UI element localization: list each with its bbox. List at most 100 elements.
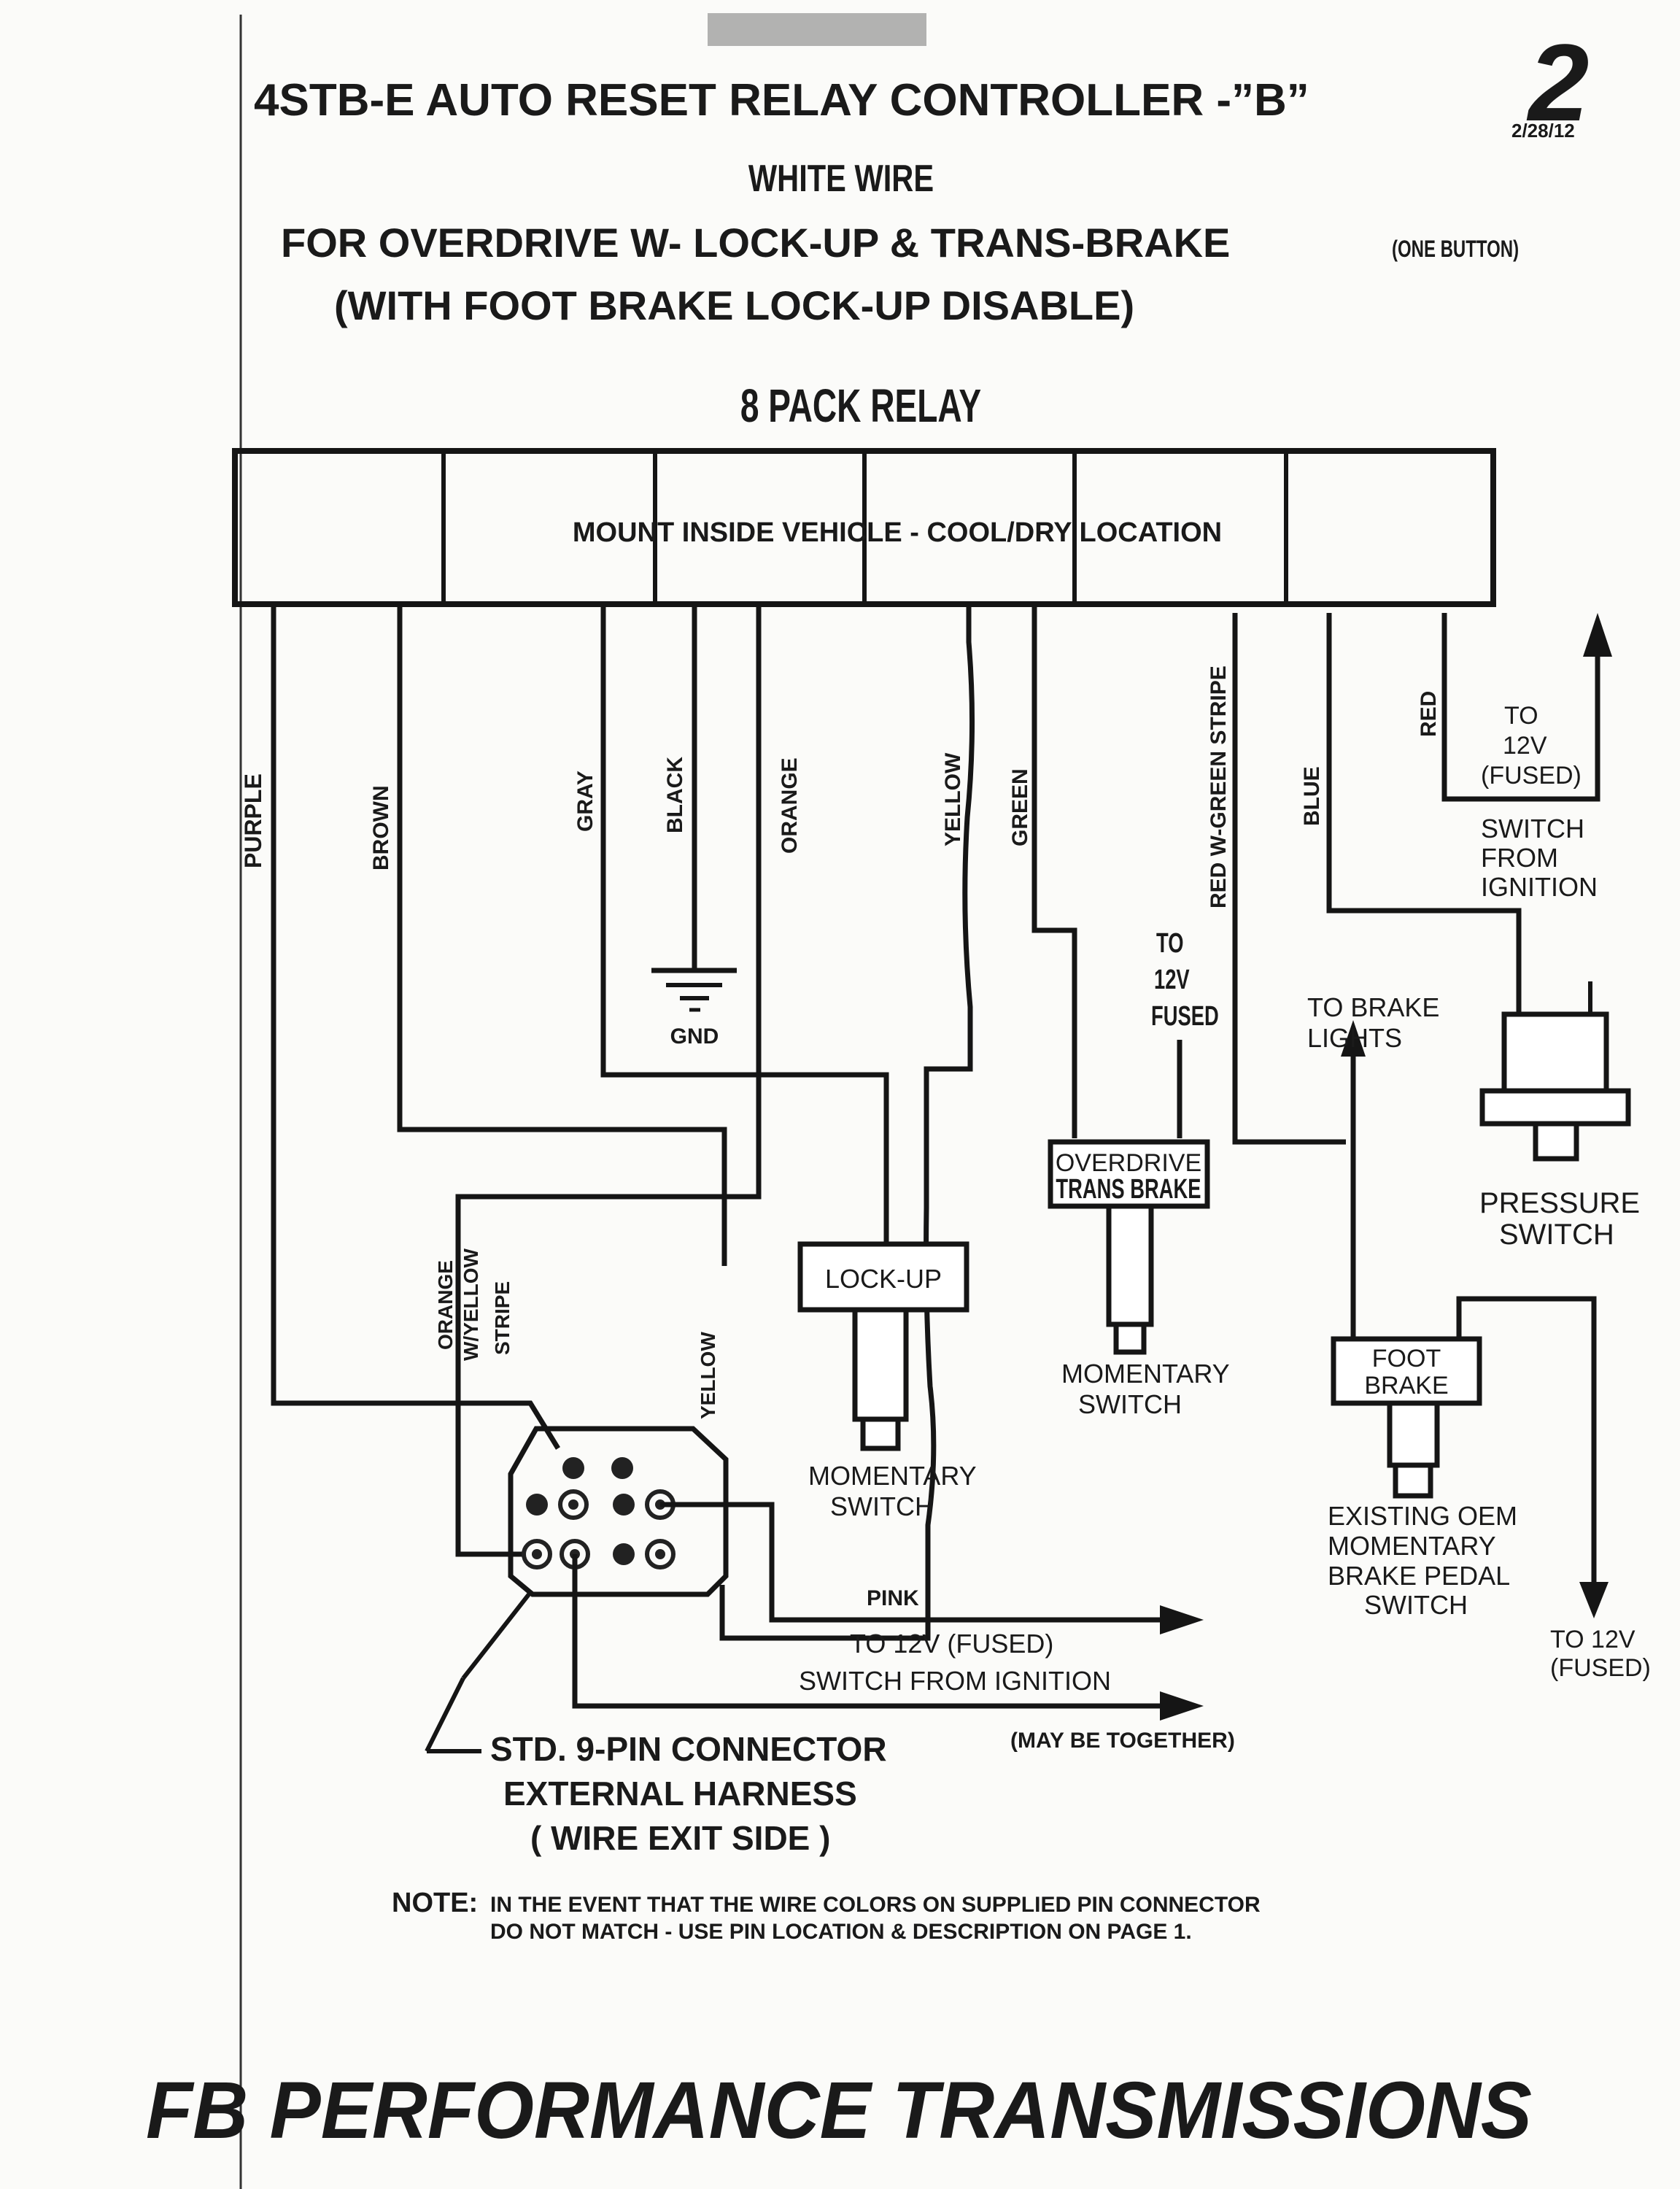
blue-wire	[1326, 613, 1522, 1013]
red-wire	[1441, 613, 1600, 802]
to-12v-mid-line2: 12V	[1154, 965, 1190, 995]
purple-wire-label: PURPLE	[240, 773, 266, 868]
overdrive-trans-brake-switch: OVERDRIVE TRANS BRAKE	[1048, 1139, 1210, 1355]
pressure-switch-port	[1533, 1121, 1579, 1162]
foot-brake-line2: BRAKE	[1364, 1372, 1448, 1400]
overdrive-box-line2: TRANS BRAKE	[1056, 1174, 1201, 1205]
switch-ignition-line3: IGNITION	[1481, 872, 1598, 902]
red-wire-arrow	[1583, 613, 1612, 657]
green-wire-label: GREEN	[1008, 768, 1032, 846]
brown-wire-label: BROWN	[369, 785, 393, 870]
to-12v-top-line3: (FUSED)	[1481, 762, 1582, 789]
lockup-switch-body	[852, 1307, 909, 1422]
switch-ignition-line2: FROM	[1481, 843, 1558, 873]
blue-wire-label: BLUE	[1300, 766, 1324, 826]
yellow-wire-label: YELLOW	[941, 752, 965, 846]
pin-4	[558, 1489, 589, 1520]
orange-wire	[455, 604, 762, 1557]
brake-lights-line1: TO BRAKE	[1307, 992, 1439, 1022]
ground-symbol	[651, 968, 737, 1012]
pressure-switch-body	[1501, 1011, 1609, 1094]
foot-brake-12v-wire	[1456, 1296, 1597, 1591]
lockup-box-label: LOCK-UP	[825, 1264, 942, 1294]
pressure-switch-line2: SWITCH	[1499, 1219, 1614, 1251]
momentary-switch-2-line2: SWITCH	[1078, 1389, 1182, 1419]
pin-7	[522, 1539, 552, 1570]
brand-footer: FB PERFORMANCE TRANSMISSIONS	[146, 2066, 1532, 2155]
red-wire-label: RED	[1417, 691, 1441, 737]
description-line-1: FOR OVERDRIVE W- LOCK-UP & TRANS-BRAKE	[281, 220, 1230, 266]
ignition-wire-arrow	[1160, 1691, 1204, 1721]
pin-5	[613, 1494, 635, 1516]
to-12v-top-line2: 12V	[1503, 732, 1547, 760]
pressure-switch-flange	[1479, 1088, 1631, 1127]
oem-switch-line3: BRAKE PEDAL	[1328, 1561, 1510, 1591]
orange-yellow-label-3: STRIPE	[491, 1281, 514, 1355]
yellow-wire	[719, 604, 975, 1641]
relay-mount-text: MOUNT INSIDE VEHICLE - COOL/DRY LOCATION	[573, 517, 1222, 548]
pink-destination-line2: SWITCH FROM IGNITION	[799, 1666, 1111, 1696]
page-title: 4STB-E AUTO RESET RELAY CONTROLLER -”B”	[254, 75, 1309, 126]
foot-brake-switch: FOOT BRAKE	[1331, 1336, 1482, 1499]
momentary-switch-1-line2: SWITCH	[830, 1491, 934, 1521]
lockup-switch-button	[860, 1416, 901, 1451]
yellow-lower-label: YELLOW	[697, 1332, 719, 1419]
overdrive-box	[1048, 1139, 1210, 1209]
pink-wire-arrow	[1160, 1605, 1204, 1634]
pink-wire-label: PINK	[867, 1586, 919, 1610]
pressure-switch	[1479, 981, 1631, 1162]
gray-wire-label: GRAY	[573, 771, 597, 832]
brake-lights-line2: LIGHTS	[1307, 1023, 1402, 1053]
momentary-switch-2-line1: MOMENTARY	[1061, 1359, 1230, 1389]
relay-block: MOUNT INSIDE VEHICLE - COOL/DRY LOCATION	[232, 448, 1496, 607]
pin-2	[611, 1457, 633, 1479]
note-label: NOTE:	[392, 1888, 478, 1918]
connector-leader-line	[461, 1593, 531, 1680]
lock-up-switch: LOCK-UP	[797, 1241, 969, 1451]
connector-label-line2: EXTERNAL HARNESS	[503, 1775, 857, 1812]
to-12v-right-line1: TO 12V	[1550, 1626, 1636, 1653]
purple-wire	[271, 604, 560, 1450]
connector-label-line1: STD. 9-PIN CONNECTOR	[490, 1730, 887, 1768]
revision-date: 2/28/12	[1511, 120, 1575, 142]
connector-outline	[508, 1426, 729, 1597]
page-subtitle: WHITE WIRE	[748, 157, 934, 200]
pink-destination-line1: TO 12V (FUSED)	[850, 1629, 1053, 1659]
pin-3	[526, 1494, 548, 1516]
description-line-2: (WITH FOOT BRAKE LOCK-UP DISABLE)	[334, 282, 1134, 328]
red-green-wire-label: RED W-GREEN STRIPE	[1207, 665, 1231, 908]
brake-lights-arrow	[1341, 1020, 1366, 1057]
note-line1: IN THE EVENT THAT THE WIRE COLORS ON SUP…	[490, 1893, 1261, 1917]
foot-brake-12v-arrow	[1579, 1582, 1609, 1618]
oem-switch-line4: SWITCH	[1364, 1590, 1468, 1620]
connector-pins	[522, 1457, 676, 1570]
oem-switch-line2: MOMENTARY	[1328, 1531, 1496, 1561]
foot-brake-body	[1387, 1400, 1440, 1468]
pin-1	[562, 1457, 584, 1479]
foot-brake-line1: FOOT	[1372, 1345, 1441, 1373]
to-12v-mid-line1: TO	[1156, 928, 1184, 959]
overdrive-switch-body	[1106, 1203, 1154, 1327]
to-12v-right-line2: (FUSED)	[1550, 1654, 1651, 1682]
orange-yellow-label-2: W/YELLOW	[460, 1248, 482, 1361]
orange-wire-label: ORANGE	[778, 757, 802, 854]
overdrive-box-line1: OVERDRIVE	[1056, 1149, 1201, 1177]
to-12v-mid-line3: FUSED	[1151, 1001, 1219, 1032]
ignition-wire	[572, 1554, 1160, 1709]
gray-wire	[600, 604, 889, 1266]
note-line2: DO NOT MATCH - USE PIN LOCATION & DESCRI…	[490, 1920, 1192, 1944]
red-green-wire	[1232, 613, 1346, 1145]
nine-pin-connector	[508, 1426, 729, 1597]
momentary-switch-1-line1: MOMENTARY	[808, 1461, 977, 1491]
pink-wire	[660, 1502, 1160, 1623]
relay-title: 8 PACK RELAY	[740, 380, 981, 432]
scan-smudge	[708, 13, 926, 46]
page-number-mark: 2	[1526, 21, 1589, 144]
orange-yellow-label-1: ORANGE	[434, 1260, 457, 1350]
may-be-together-note: (MAY BE TOGETHER)	[1010, 1729, 1235, 1753]
to-12v-top-line1: TO	[1504, 702, 1538, 730]
switch-ignition-line1: SWITCH	[1481, 814, 1584, 843]
pin-9	[613, 1543, 635, 1565]
